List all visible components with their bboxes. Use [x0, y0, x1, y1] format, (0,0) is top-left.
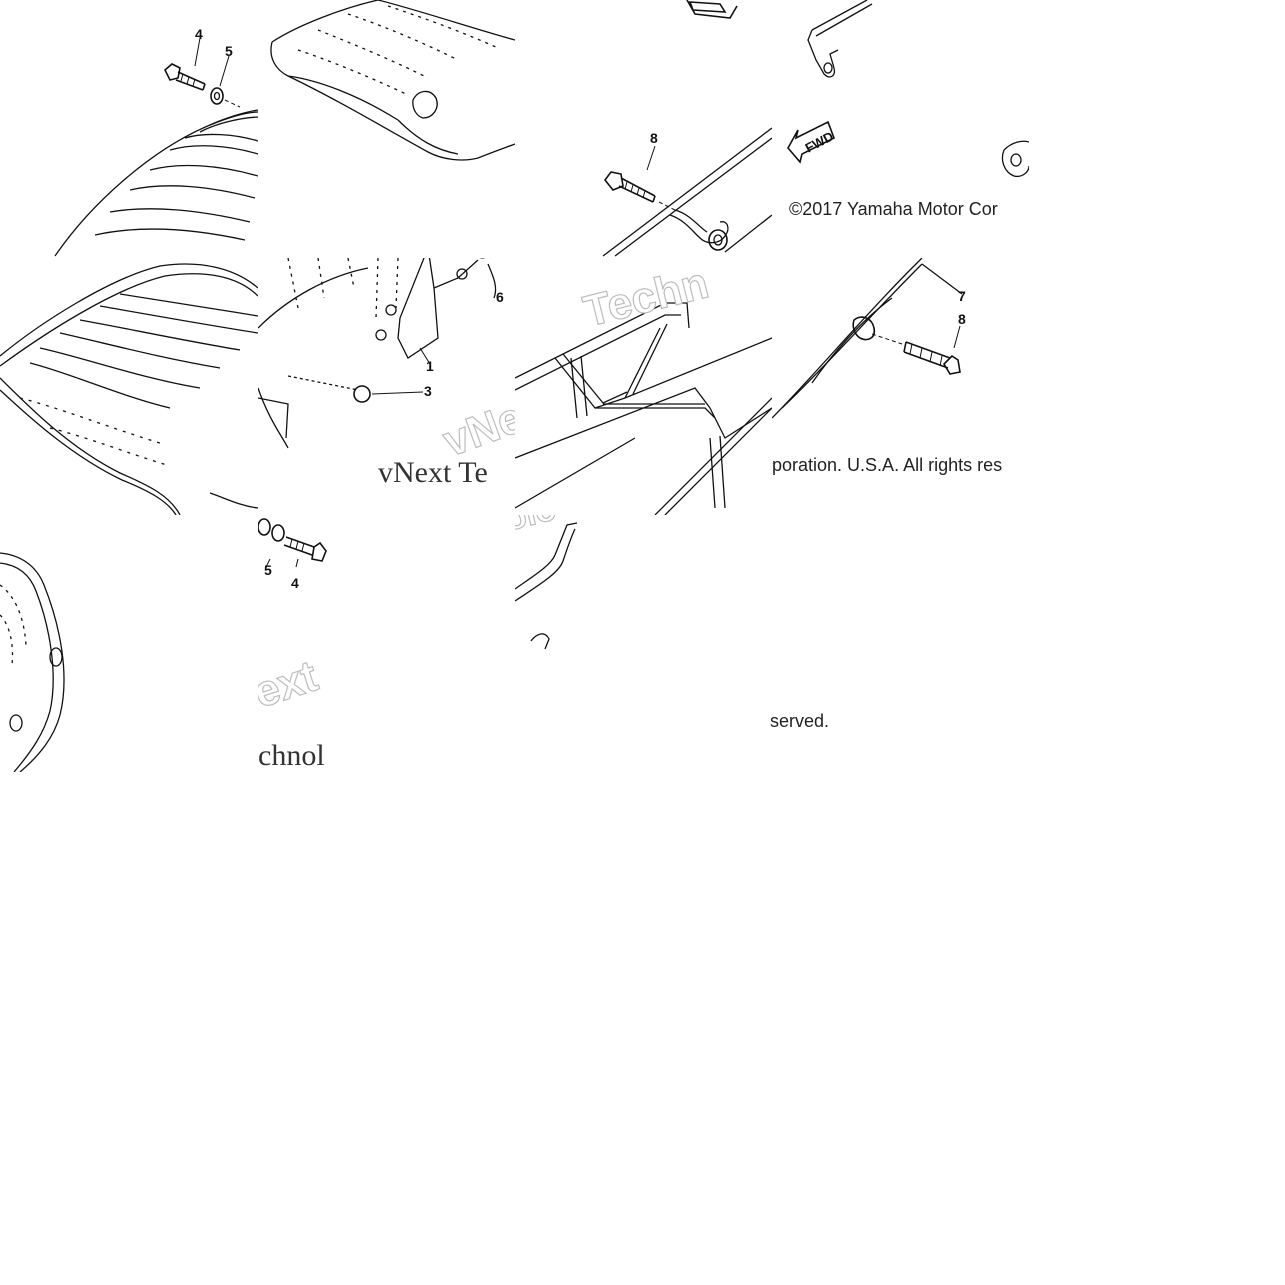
tile-seat-corner	[0, 515, 258, 772]
callout-1: 1	[426, 358, 434, 374]
tile-fastener-lower: 5 4 ext chnol	[258, 515, 336, 772]
tile-seat-rear: 4 5	[0, 0, 258, 258]
watermark-serif-1: vNext Te	[378, 456, 488, 489]
tile-frame-lower: Techn	[515, 258, 772, 515]
copyright-line-2: poration. U.S.A. All rights res	[772, 455, 1003, 475]
callout-4-lower: 4	[291, 575, 299, 591]
callout-6: 6	[496, 289, 504, 305]
callout-8-upper: 8	[650, 130, 658, 146]
callout-4-top: 4	[195, 26, 203, 42]
callout-3: 3	[424, 383, 432, 399]
callout-5-top: 5	[225, 43, 233, 59]
tile-frame-curve: olo	[515, 515, 593, 667]
callout-5-lower: 5	[264, 562, 272, 578]
copyright-line-3: served.	[770, 711, 830, 731]
tile-cable: 7 8 poration. U.S.A. All rights res	[772, 258, 1029, 515]
callout-7: 7	[958, 288, 966, 304]
tile-frame-upper: 8	[515, 0, 772, 258]
forward-direction-icon: FWD	[786, 118, 838, 164]
tile-seat-pad	[0, 258, 258, 515]
copyright-line-1: ©2017 Yamaha Motor Cor	[789, 199, 998, 219]
tile-seat-end	[258, 0, 515, 258]
callout-8-lower: 8	[958, 311, 966, 327]
watermark-serif-2: chnol	[258, 739, 325, 772]
tile-brackets: 2 6 1 3 vNext Te vNe	[258, 258, 515, 515]
